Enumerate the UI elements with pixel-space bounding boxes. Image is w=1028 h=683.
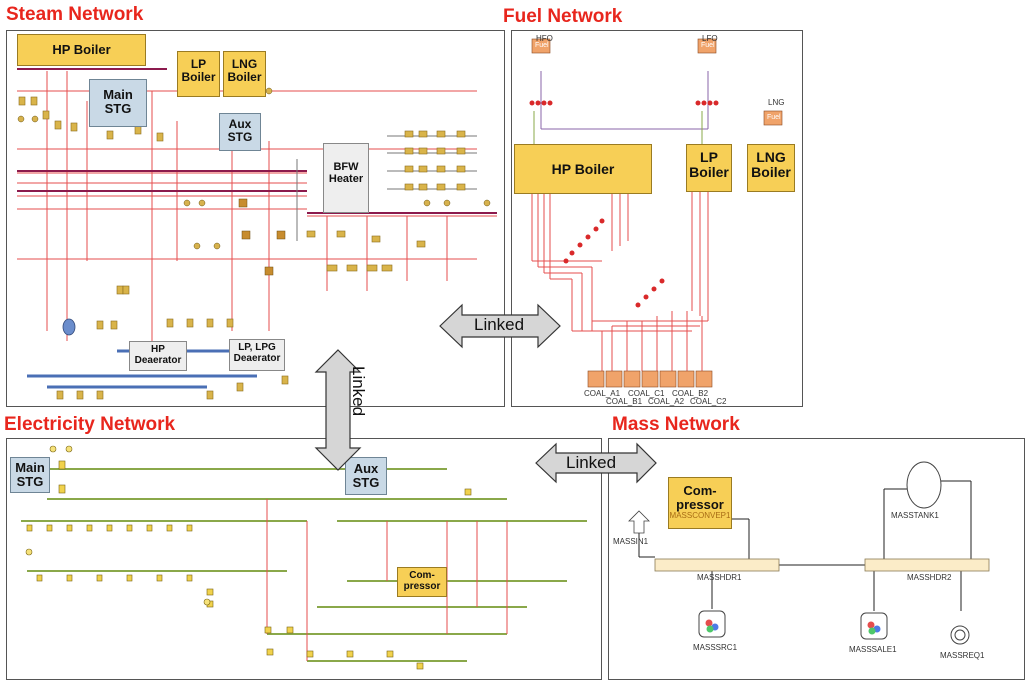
mass-massreq-label: MASSREQ1 xyxy=(940,651,985,660)
electricity-aux-stg: Aux STG xyxy=(345,457,387,495)
fuel-lfo-label: LFO xyxy=(702,34,718,43)
fuel-coal-c1: COAL_C1 xyxy=(628,389,665,398)
fuel-coal-a1: COAL_A1 xyxy=(584,389,621,398)
fuel-hfo-tag: Fuel xyxy=(535,42,549,49)
mass-massin-label: MASSIN1 xyxy=(613,537,649,546)
fuel-lng-boiler: LNG Boiler xyxy=(747,144,795,192)
fuel-coal-b2: COAL_B2 xyxy=(672,389,709,398)
fuel-lp-boiler: LP Boiler xyxy=(686,144,732,192)
steam-fuel-link-label: Linked xyxy=(474,315,525,334)
mass-compressor-tag: MASSCONVEP1 xyxy=(669,511,731,521)
fuel-network-title: Fuel Network xyxy=(503,6,623,27)
mass-compressor: Com- pressor MASSCONVEP1 xyxy=(668,477,732,529)
mass-masshdr2-label: MASSHDR2 xyxy=(907,573,952,582)
mass-masssrc-label: MASSSRC1 xyxy=(693,643,738,652)
steam-lp-boiler: LP Boiler xyxy=(177,51,220,97)
steam-electricity-link-label: Linked xyxy=(349,366,368,417)
electricity-network-panel: Main STG Aux STG Com- pressor xyxy=(6,438,602,680)
electricity-network-title: Electricity Network xyxy=(4,414,176,435)
fuel-coal-b1: COAL_B1 xyxy=(606,397,643,406)
mass-masssale-label: MASSSALE1 xyxy=(849,645,897,654)
fuel-hfo-label: HFO xyxy=(536,34,553,43)
fuel-hp-boiler: HP Boiler xyxy=(514,144,652,194)
steam-aux-stg: Aux STG xyxy=(219,113,261,151)
mass-masstank-label: MASSTANK1 xyxy=(891,511,939,520)
fuel-network-diagram xyxy=(529,38,783,388)
mass-compressor-label: Com- pressor xyxy=(676,483,724,512)
fuel-lng-label: LNG xyxy=(768,98,785,107)
mass-network-title: Mass Network xyxy=(612,414,740,435)
steam-hp-boiler: HP Boiler xyxy=(17,34,146,66)
mass-network-panel: Com- pressor MASSCONVEP1 MASSIN1 MASSHDR… xyxy=(608,438,1025,680)
mass-network-diagram xyxy=(628,461,990,645)
steam-network-title: Steam Network xyxy=(6,4,144,25)
fuel-lng-tag: Fuel xyxy=(767,114,781,121)
fuel-network-panel: HFO LFO LNG Fuel Fuel Fuel HP Boiler LP … xyxy=(511,30,803,407)
steam-bfw-heater: BFW Heater xyxy=(323,143,369,213)
electricity-mass-link-label: Linked xyxy=(566,453,617,472)
electricity-network-diagram xyxy=(21,445,587,670)
steam-network-diagram xyxy=(17,68,497,400)
fuel-coal-c2: COAL_C2 xyxy=(690,397,727,406)
steam-lng-boiler: LNG Boiler xyxy=(223,51,266,97)
electricity-main-stg: Main STG xyxy=(10,457,50,493)
steam-hp-deaerator: HP Deaerator xyxy=(129,341,187,371)
fuel-lfo-tag: Fuel xyxy=(701,42,715,49)
fuel-coal-a2: COAL_A2 xyxy=(648,397,685,406)
electricity-compressor: Com- pressor xyxy=(397,567,447,597)
steam-lp-deaerator: LP, LPG Deaerator xyxy=(229,339,285,371)
steam-network-panel: HP Boiler LP Boiler LNG Boiler Main STG … xyxy=(6,30,505,407)
mass-masshdr1-label: MASSHDR1 xyxy=(697,573,742,582)
steam-main-stg: Main STG xyxy=(89,79,147,127)
